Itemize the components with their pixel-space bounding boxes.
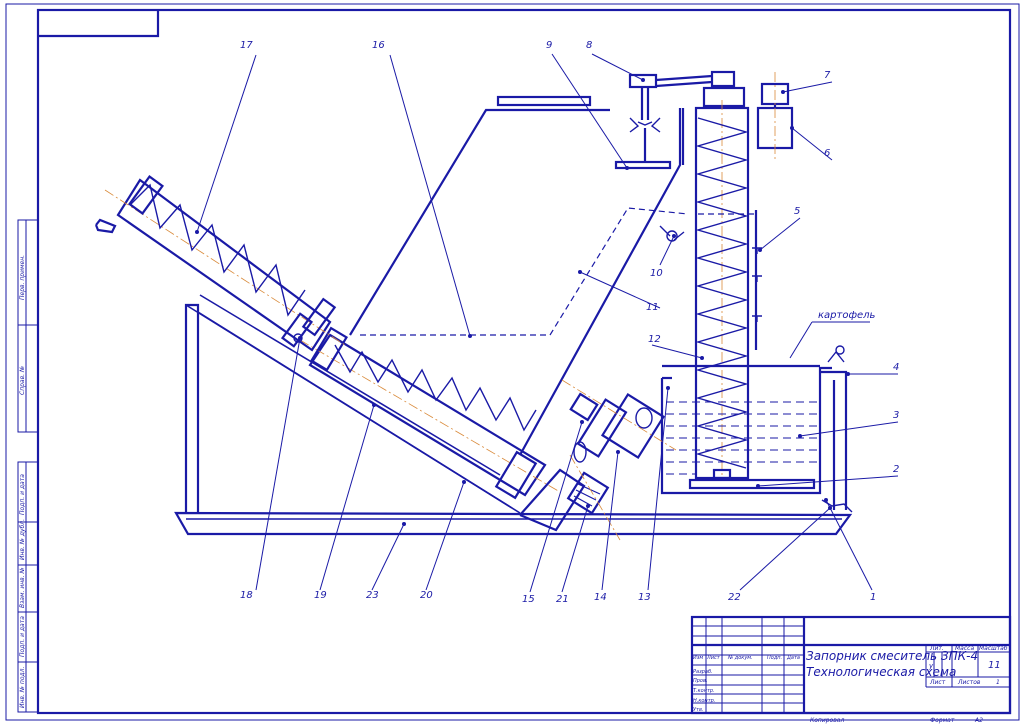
- role-ncontrol: Н.контр.: [693, 698, 715, 704]
- callout-22: 22: [728, 592, 741, 603]
- callout-numbers: 1 2 3 4 5 6 7 8 9 10 11 12 13 14 15 16 1…: [240, 40, 899, 605]
- role-tcontrol: Т.контр.: [693, 688, 715, 694]
- lit-header: Лит.: [929, 645, 944, 652]
- col-sign: Подп.: [767, 655, 782, 661]
- callout-13: 13: [638, 592, 651, 603]
- strip-label-5: Взам. инв. №: [19, 567, 26, 608]
- callout-8: 8: [586, 40, 592, 51]
- product-annotation: картофель: [818, 310, 876, 321]
- strip-label-2: Справ. №: [19, 366, 26, 395]
- strip-label-6: Подп. и дата: [19, 616, 26, 657]
- callout-15: 15: [522, 594, 535, 605]
- strip-label-7: Инв. № подл.: [19, 667, 26, 708]
- lit-value: у: [928, 662, 934, 670]
- callout-12: 12: [648, 334, 661, 345]
- sheets-value: 1: [996, 679, 1000, 686]
- role-developer: Разраб.: [693, 669, 713, 675]
- left-strip: Перв. примен. Справ. № Подп. и дата Инв.…: [17, 219, 39, 713]
- callout-9: 9: [546, 40, 552, 51]
- strip-label-4: Инв. № дубл.: [19, 519, 26, 560]
- callout-4: 4: [893, 362, 899, 373]
- sheet-frame: [5, 3, 1020, 721]
- callout-leaders: [196, 53, 899, 593]
- scale-header: Масштаб: [979, 645, 1008, 652]
- col-date: Дата: [786, 655, 800, 661]
- mass-header: Масса: [955, 645, 974, 652]
- role-approved: Утв.: [693, 707, 704, 713]
- callout-3: 3: [893, 410, 899, 421]
- base-frame: [174, 294, 853, 536]
- sheet-label: Лист: [929, 679, 946, 686]
- strip-label-1: Перв. примен.: [19, 255, 26, 300]
- strip-label-3: Подп. и дата: [19, 474, 26, 515]
- callout-10: 10: [650, 268, 663, 279]
- callout-23: 23: [366, 590, 379, 601]
- vertical-screw: [694, 100, 762, 480]
- hopper: [349, 95, 689, 456]
- callout-6: 6: [824, 148, 830, 159]
- callout-11: 11: [646, 302, 659, 313]
- drawing-title-line2: Технологическая схема: [806, 665, 956, 679]
- valve: [659, 225, 685, 242]
- callout-19: 19: [314, 590, 327, 601]
- callout-18: 18: [240, 590, 253, 601]
- callout-5: 5: [794, 206, 800, 217]
- callout-21: 21: [556, 594, 569, 605]
- sheets-label: Листов: [957, 679, 981, 686]
- scale-value: 11: [988, 660, 1001, 671]
- col-doc: № докум.: [727, 655, 753, 661]
- col-izm: Изм: [693, 655, 703, 661]
- drive-motor: [519, 379, 677, 541]
- callout-17: 17: [240, 40, 253, 51]
- format-label: Формат: [930, 717, 955, 724]
- upper-screw-conveyor: [94, 175, 346, 352]
- tank: [660, 345, 853, 513]
- lower-screw-conveyor: [299, 326, 561, 500]
- callout-1: 1: [870, 592, 876, 603]
- role-checker: Пров.: [693, 678, 708, 684]
- format-value: А2: [974, 717, 983, 724]
- callout-dots: [195, 78, 850, 526]
- callout-16: 16: [372, 40, 385, 51]
- col-list: Лист: [706, 655, 721, 661]
- callout-2: 2: [893, 464, 899, 475]
- title-block: Изм Лист № докум. Подп. Дата Разраб. Про…: [690, 615, 1012, 724]
- callout-14: 14: [594, 592, 607, 603]
- callout-20: 20: [420, 590, 433, 601]
- drawing-title-line1: Запорник смеситель ЗПК-4: [806, 649, 978, 663]
- copied-label: Копировал: [810, 717, 844, 724]
- callout-7: 7: [824, 70, 831, 81]
